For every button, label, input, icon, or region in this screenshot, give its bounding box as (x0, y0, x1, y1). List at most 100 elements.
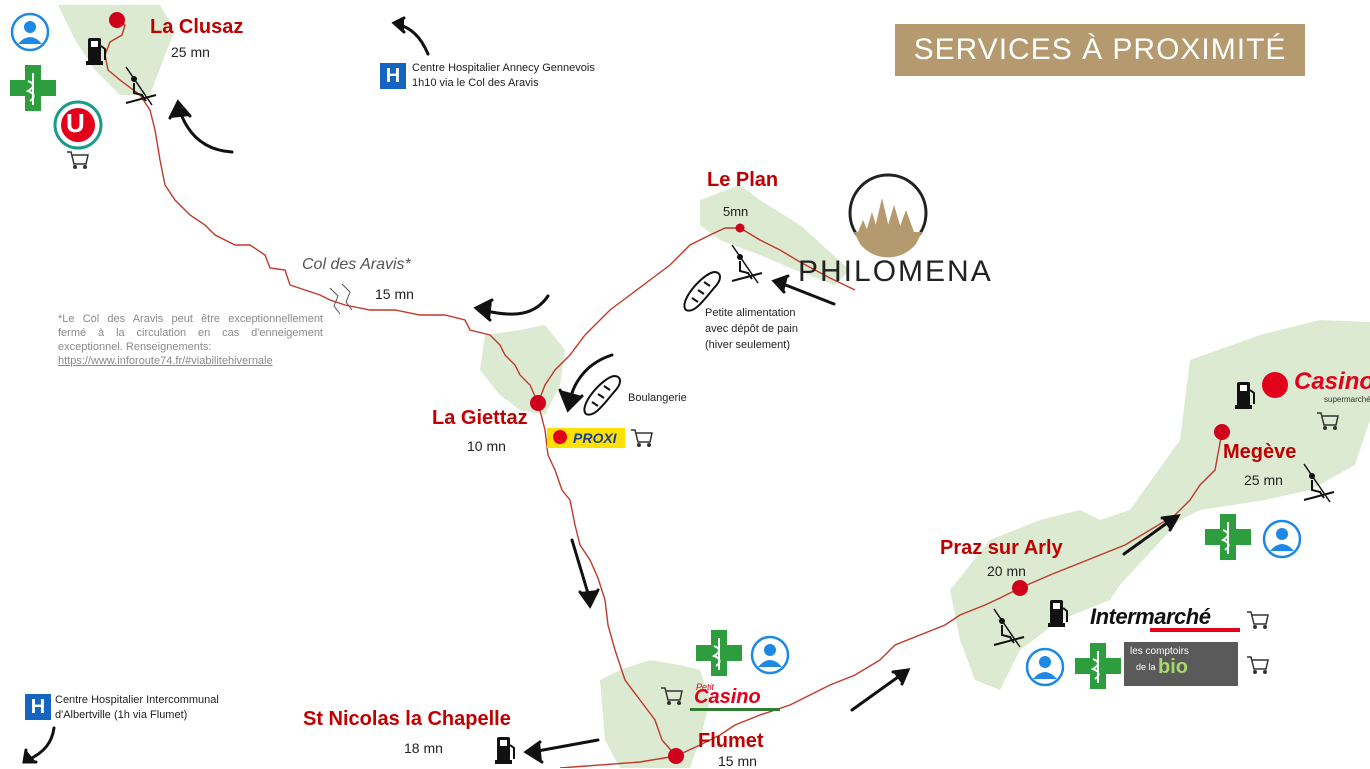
town-label-le-plan: Le Plan (707, 169, 779, 191)
hospital-albertville-time: d'Albertville (1h via Flumet) (55, 709, 188, 721)
arrow-icon (570, 538, 592, 602)
area-la-clusaz (58, 5, 175, 95)
duration-le-plan: 5mn (723, 204, 749, 219)
col-label: Col des Aravis* (302, 256, 411, 273)
philomena-wordmark: PHILOMENA (798, 255, 993, 288)
petit-casino-small: Petit (696, 682, 715, 692)
inforoute-link[interactable]: https://www.inforoute74.fr/#viabilitehiv… (58, 355, 273, 367)
route-giettaz-flumet (537, 402, 677, 757)
bread-icon (683, 270, 721, 312)
comptoirs-top: les comptoirs (1130, 646, 1189, 657)
fuel-icon (1235, 382, 1255, 409)
le-plan-shop-line2: avec dépôt de pain (705, 323, 798, 335)
philomena-logo (848, 173, 928, 258)
casino-super-sub: supermarchés (1324, 395, 1370, 404)
petit-casino-underline (690, 708, 780, 711)
pharmacy-icon (1205, 514, 1251, 560)
casino-flower-icon (1262, 372, 1288, 398)
arrow-icon (1122, 516, 1176, 556)
duration-st-nicolas: 18 mn (404, 740, 443, 756)
petit-casino-logo: Petit Casino (690, 682, 782, 712)
arrow-icon (530, 738, 600, 754)
super-u-logo (53, 100, 103, 150)
petit-casino-text: Casino (694, 686, 761, 708)
cart-icon (1247, 611, 1269, 629)
pharmacy-icon (10, 65, 56, 111)
dot-flumet (668, 748, 684, 764)
casino-super-text: Casino (1294, 368, 1370, 395)
town-label-la-giettaz: La Giettaz (432, 407, 528, 429)
town-label-praz-sur-arly: Praz sur Arly (940, 537, 1063, 559)
area-le-plan (700, 185, 850, 285)
town-label-flumet: Flumet (698, 730, 764, 752)
dot-megeve (1214, 424, 1230, 440)
duration-la-clusaz: 25 mn (171, 44, 210, 60)
dot-le-plan (735, 223, 745, 233)
duration-flumet: 15 mn (718, 753, 757, 769)
ski-lift-icon (125, 66, 157, 106)
hospital-icon: H (25, 694, 51, 720)
bread-icon (583, 374, 621, 416)
town-label-megeve: Megève (1223, 441, 1297, 463)
proxi-logo-text: PROXI (573, 430, 617, 446)
intermarche-text: Intermarché (1090, 604, 1211, 629)
intermarche-underline (1150, 628, 1240, 632)
dot-la-clusaz (109, 12, 125, 28)
col-bracket (329, 283, 353, 315)
hospital-annecy-time: 1h10 via le Col des Aravis (412, 77, 539, 89)
cart-icon (67, 151, 89, 169)
proxi-logo: PROXI (547, 428, 625, 448)
doctor-icon (10, 12, 50, 52)
comptoirs-mid: de la (1136, 662, 1156, 672)
town-label-la-clusaz: La Clusaz (150, 16, 244, 38)
cart-icon (661, 687, 683, 705)
le-plan-shop-line3: (hiver seulement) (705, 339, 790, 351)
doctor-icon (1262, 519, 1302, 559)
arrow-icon (850, 670, 907, 712)
town-areas (58, 5, 1370, 768)
comptoirs-bio-logo: les comptoirs de la bio (1124, 642, 1238, 686)
cart-icon (1317, 412, 1339, 430)
town-label-st-nicolas: St Nicolas la Chapelle (303, 708, 511, 730)
title-banner: SERVICES À PROXIMITÉ (895, 24, 1305, 76)
fuel-icon (495, 737, 515, 764)
bakery-label: Boulangerie (628, 392, 687, 404)
hospital-icon: H (380, 63, 406, 89)
page-title: SERVICES À PROXIMITÉ (913, 33, 1287, 66)
cart-icon (631, 429, 653, 447)
ski-lift-icon (731, 244, 763, 284)
closure-note: *Le Col des Aravis peut être exceptionne… (58, 312, 323, 368)
area-praz-megeve (950, 320, 1370, 690)
arrow-icon (776, 280, 836, 306)
intermarche-logo: Intermarché (1090, 604, 1242, 634)
duration-praz-sur-arly: 20 mn (987, 563, 1026, 579)
duration-megeve: 25 mn (1244, 472, 1283, 488)
doctor-icon (1025, 647, 1065, 687)
casino-supermarches-logo: Casino supermarchés (1262, 368, 1370, 406)
dot-la-giettaz (530, 395, 546, 411)
ski-lift-icon (1303, 463, 1335, 503)
dot-praz-sur-arly (1012, 580, 1028, 596)
arrows (22, 16, 1181, 764)
super-u-letter: U (66, 108, 85, 138)
town-dots (109, 12, 1230, 764)
hospital-albertville-name: Centre Hospitalier Intercommunal (55, 694, 219, 706)
route-giettaz-leplan (537, 227, 856, 404)
col-duration: 15 mn (375, 286, 414, 302)
cart-icon (1247, 656, 1269, 674)
arrow-icon (26, 726, 56, 762)
pharmacy-icon (1075, 643, 1121, 689)
hospital-annecy-name: Centre Hospitalier Annecy Gennevois (412, 62, 595, 74)
ski-lift-icon (993, 608, 1025, 648)
fuel-icon (1048, 600, 1068, 627)
route-flumet-stnicolas (559, 755, 677, 768)
route-clusaz-giettaz (104, 19, 539, 404)
comptoirs-bio: bio (1158, 656, 1188, 678)
closure-note-text: *Le Col des Aravis peut être exceptionne… (58, 313, 323, 353)
duration-la-giettaz: 10 mn (467, 438, 506, 454)
le-plan-shop-line1: Petite alimentation (705, 307, 796, 319)
area-flumet (600, 660, 710, 768)
pharmacy-icon (696, 630, 742, 676)
fuel-icon (86, 38, 106, 65)
